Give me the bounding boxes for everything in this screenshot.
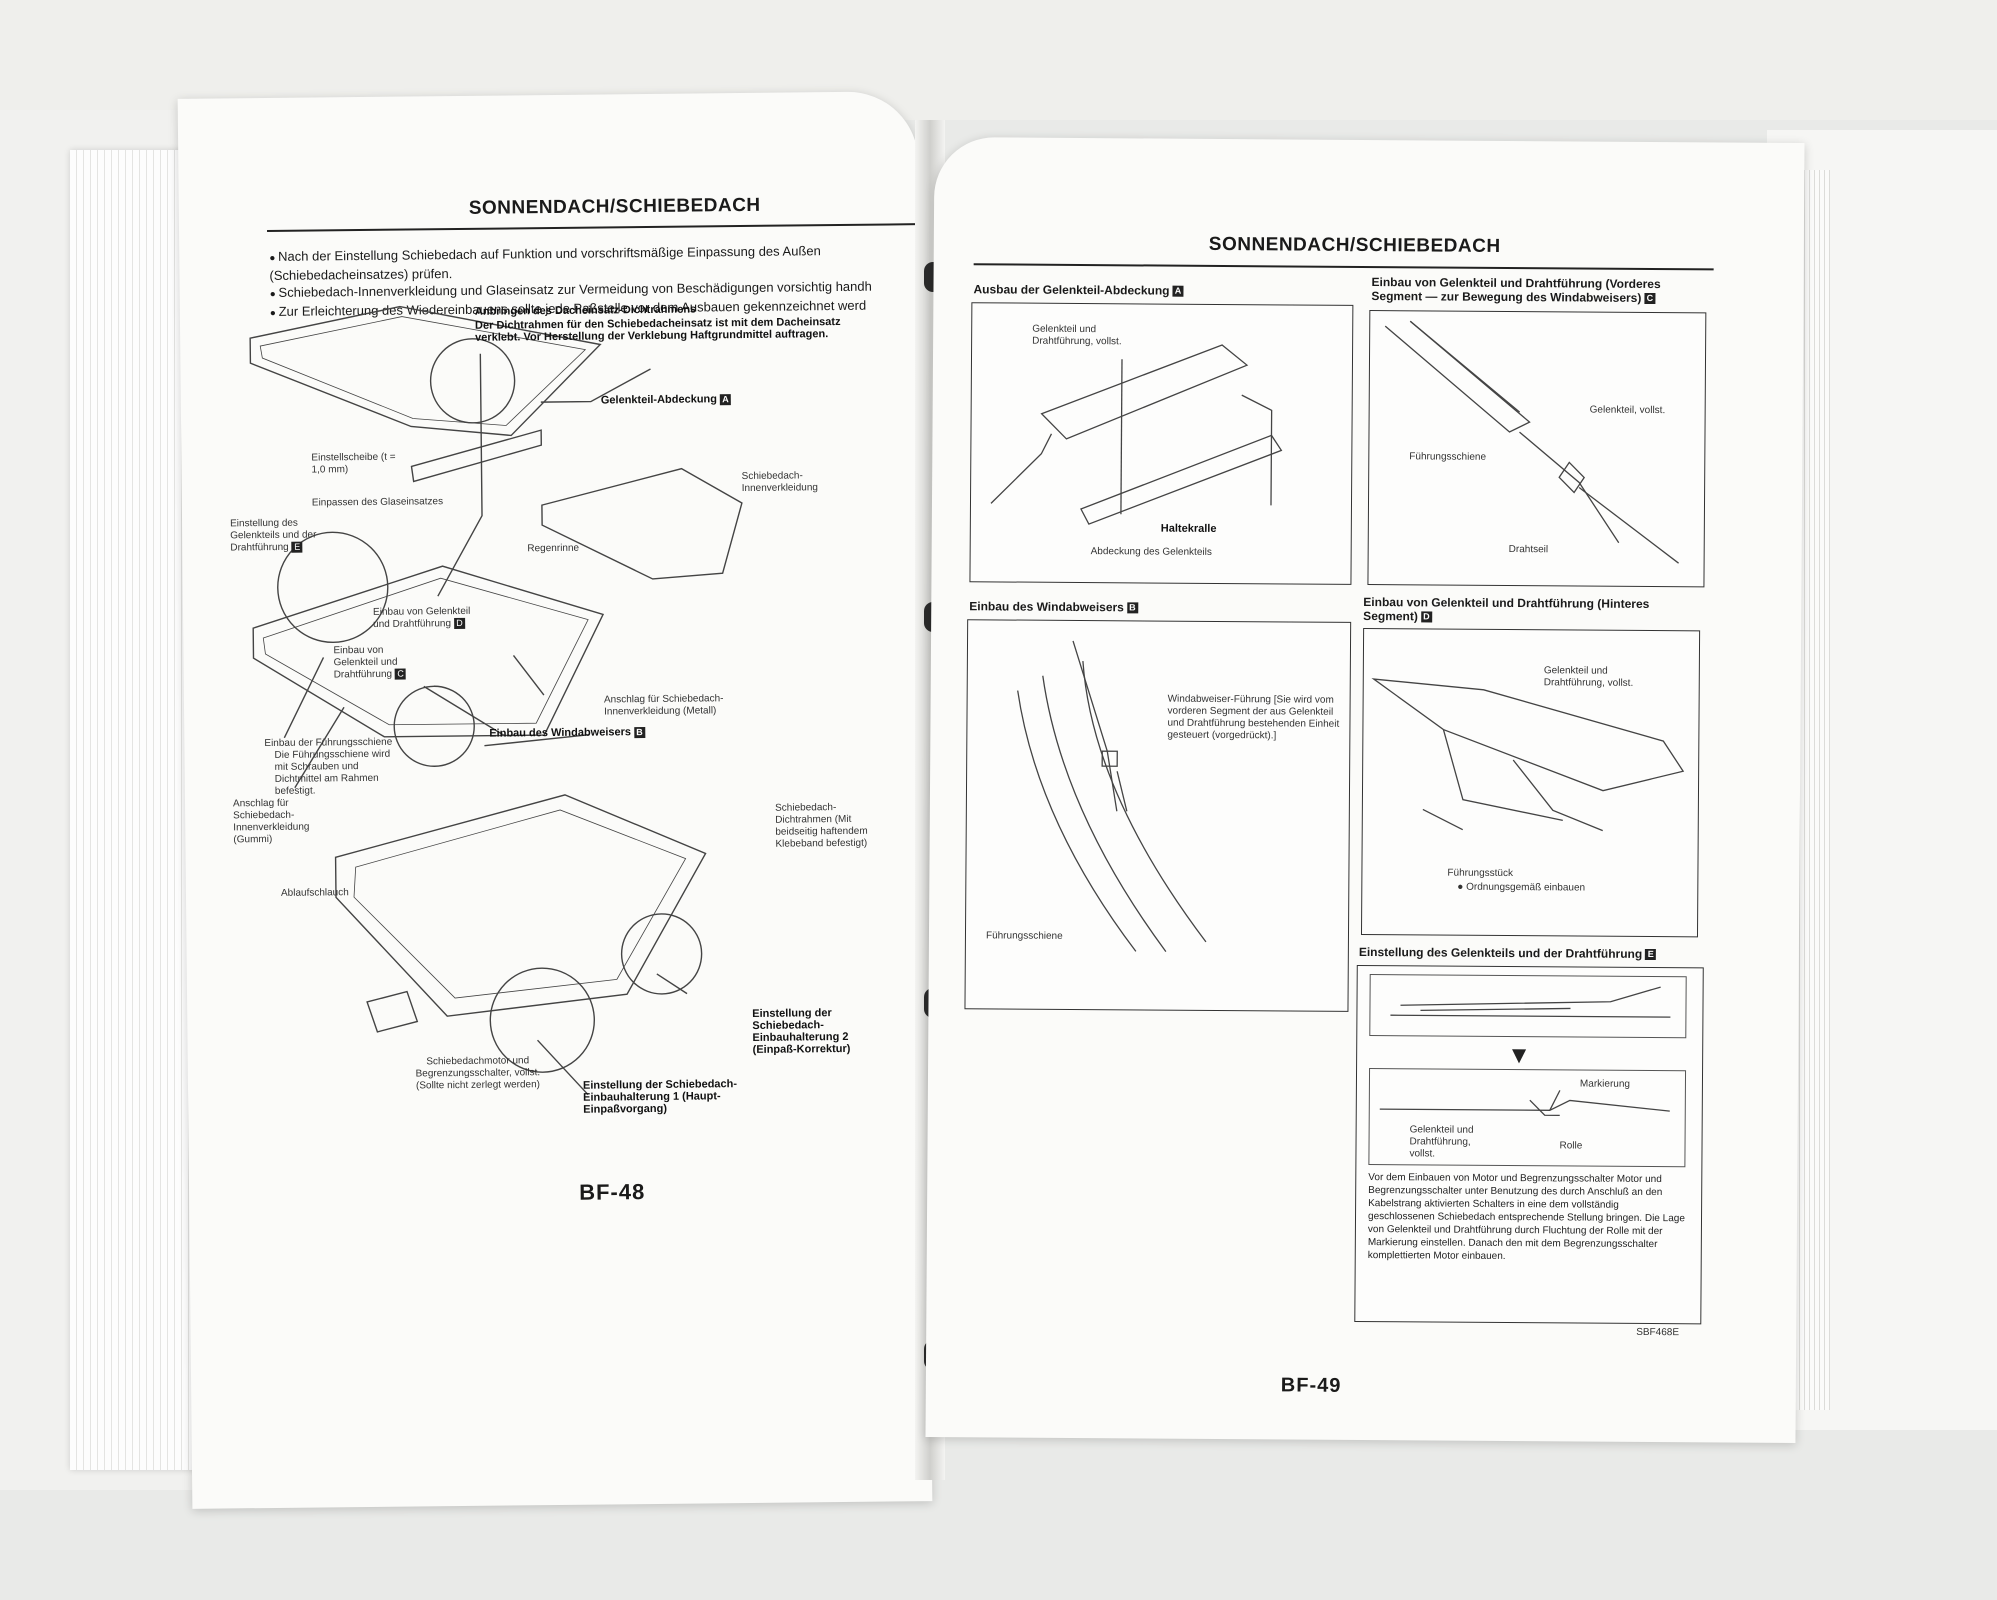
section-d-box: Gelenkteil und Drahtführung, vollst. Füh… [1360, 627, 1701, 938]
badge-c: C [394, 668, 407, 680]
section-e-label-1: Markierung [1579, 1078, 1631, 1090]
einbau-c-text: Einbau von Gelenkteil und Drahtführung [333, 644, 398, 681]
section-e-top-drawing [1390, 986, 1671, 1018]
einstellung-e-label: Einstellung des Gelenkteils und der Drah… [230, 517, 340, 554]
section-d-title: Einbau von Gelenkteil und Drahtführung (… [1363, 595, 1693, 625]
anschlag-metall-label: Anschlag für Schiebedach-Innenverkleidun… [603, 693, 724, 718]
section-e-text: Einstellung des Gelenkteils und der Drah… [1358, 944, 1643, 961]
innenverkleidung-label: Schiebedach-Innenverkleidung [741, 470, 818, 495]
einstellscheibe-label: Einstellscheibe (t = 1,0 mm) [311, 451, 396, 476]
section-e-down-arrow-icon: ▼ [1507, 1041, 1532, 1070]
motor-shape [366, 990, 419, 1033]
section-c-title: Einbau von Gelenkteil und Drahtführung (… [1371, 275, 1701, 305]
halterung1-label: Einstellung der Schiebedach-Einbauhalter… [582, 1078, 738, 1116]
ablaufschlauch-label: Ablaufschlauch [280, 887, 349, 899]
left-page: SONNENDACH/SCHIEBEDACH Nach der Einstell… [177, 91, 933, 1509]
badge-e: E [291, 541, 303, 553]
einpassen-label: Einpassen des Glaseinsatzes [311, 496, 444, 509]
section-a-drawing [990, 344, 1283, 525]
right-title-rule [973, 263, 1714, 271]
lower-frame-shape [334, 794, 707, 1017]
section-a-label-2: Haltekralle [1160, 522, 1217, 535]
right-page-number: BF-49 [1280, 1374, 1342, 1397]
section-c-drawing [1384, 320, 1679, 564]
badge-d: D [453, 617, 466, 630]
dichtrahmen-title: Anbringen des Dacheinsatz-Dichtrahmens [474, 303, 697, 318]
sunroof-exploded-diagram [249, 305, 743, 1096]
section-e-bottom-view: Markierung Gelenkteil und Drahtführung, … [1368, 1068, 1687, 1168]
gelenkteil-abdeckung-text: Gelenkteil-Abdeckung [600, 393, 718, 407]
section-d-label-2: Führungsstück [1447, 867, 1514, 880]
reference-code: SBF468E [1636, 1326, 1680, 1339]
section-a-box: Gelenkteil und Drahtführung, vollst. Hal… [969, 302, 1354, 585]
detail-circle-e [277, 531, 389, 644]
right-page-title: SONNENDACH/SCHIEBEDACH [1208, 233, 1501, 257]
badge-a: A [719, 393, 732, 405]
section-d-label-3: ● Ordnungsgemäß einbauen [1457, 881, 1586, 894]
section-e-label-3: Rolle [1559, 1140, 1583, 1152]
regenrinne-label: Regenrinne [527, 542, 580, 555]
section-e-label-2: Gelenkteil und Drahtführung, vollst. [1409, 1124, 1474, 1160]
frame-shape [252, 565, 605, 738]
section-c-label-2: Führungsschiene [1409, 451, 1487, 463]
section-c-label-3: Drahtseil [1508, 543, 1549, 556]
section-b-box: Windabweiser-Führung [Sie wird vom vorde… [964, 619, 1352, 1012]
page-stack-left [70, 150, 200, 1470]
section-b-text: Einbau des Windabweisers [969, 599, 1124, 615]
anschlag-gummi-label: Anschlag für Schiebedach-Innenverkleidun… [232, 797, 310, 846]
dichtrahmen2-label: Schiebedach-Dichtrahmen (Mit beidseitig … [775, 802, 868, 850]
motor-label: Schiebedachmotor und Begrenzungsschalter… [415, 1055, 541, 1092]
section-b-label-2: Führungsschiene [985, 930, 1063, 942]
section-e-caption: Vor dem Einbauen von Motor und Begrenzun… [1367, 1172, 1685, 1262]
detail-circle-b [393, 685, 475, 767]
section-d-label-3-text: Ordnungsgemäß einbauen [1466, 881, 1586, 894]
badge-d-right: D [1420, 611, 1432, 623]
section-b-drawing [1017, 640, 1207, 953]
section-e-box: ▼ Markierung Gelenkteil und Drahtführung… [1354, 964, 1704, 1325]
einstellung-e-text: Einstellung des Gelenkteils und der Drah… [230, 517, 317, 554]
badge-c-right: C [1644, 293, 1656, 305]
section-e-bottom-drawing [1379, 1090, 1670, 1117]
section-d-text: Einbau von Gelenkteil und Drahtführung (… [1363, 594, 1650, 624]
halterung2-label: Einstellung der Schiebedach-Einbauhalter… [752, 1007, 851, 1056]
badge-b: B [633, 726, 646, 738]
section-c-text: Einbau von Gelenkteil und Drahtführung (… [1371, 275, 1661, 305]
badge-b-right: B [1126, 602, 1138, 614]
inner-lining-shape [541, 467, 743, 580]
section-b-label-1: Windabweiser-Führung [Sie wird vom vorde… [1167, 693, 1340, 742]
windabweiser-text: Einbau des Windabweisers [489, 726, 632, 740]
section-c-label-1: Gelenkteil, vollst. [1589, 404, 1666, 417]
badge-e-right: E [1645, 949, 1657, 961]
section-a-label-3: Abdeckung des Gelenkteils [1090, 546, 1212, 558]
section-d-drawing [1371, 678, 1685, 832]
left-page-number: BF-48 [578, 1179, 646, 1205]
detail-circle-h1 [489, 967, 596, 1073]
section-e-title: Einstellung des Gelenkteils und der Drah… [1358, 944, 1657, 961]
section-e-top-view [1369, 974, 1687, 1039]
dichtrahmen-text: Der Dichtrahmen für den Schiebedacheinsa… [474, 315, 841, 344]
glass-insert-shape [249, 305, 602, 437]
fuehrungsschiene-text: Die Führungsschiene wird mit Schrauben u… [274, 748, 391, 797]
section-c-box: Gelenkteil, vollst. Führungsschiene Drah… [1367, 310, 1707, 588]
badge-a-right: A [1172, 285, 1184, 298]
section-a-label-1: Gelenkteil und Drahtführung, vollst. [1032, 323, 1122, 348]
detail-circle-top [429, 338, 516, 424]
section-a-text: Ausbau der Gelenkteil-Abdeckung [973, 282, 1170, 298]
cover-strip-shape [410, 429, 542, 483]
detail-circle-h2 [620, 913, 703, 995]
section-d-label-1: Gelenkteil und Drahtführung, vollst. [1543, 665, 1634, 689]
right-page: SONNENDACH/SCHIEBEDACH Ausbau der Gelenk… [925, 136, 1805, 1444]
